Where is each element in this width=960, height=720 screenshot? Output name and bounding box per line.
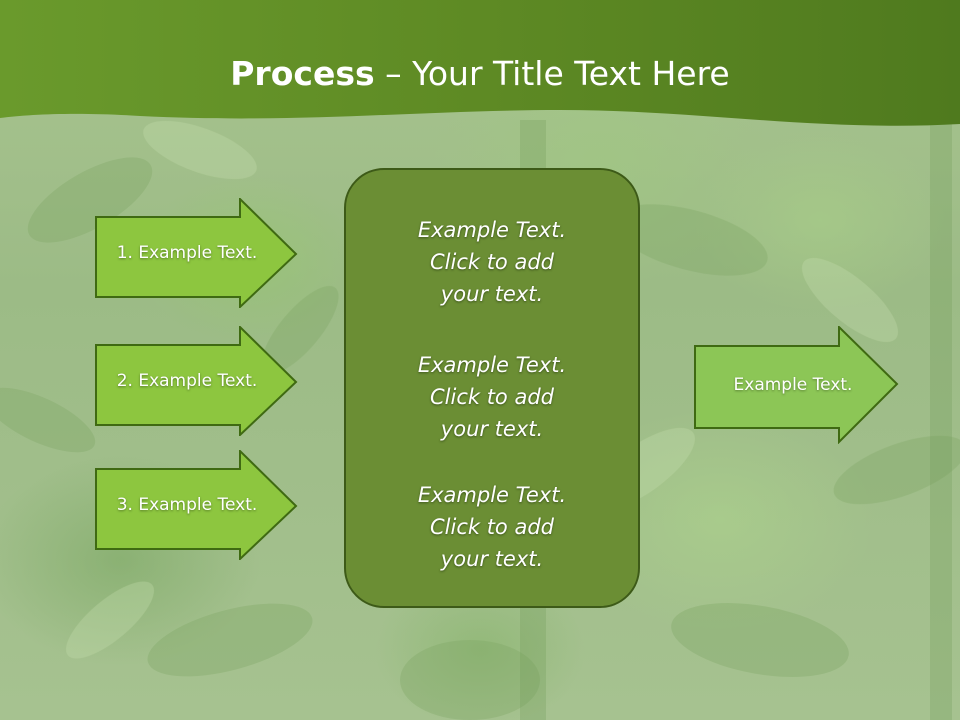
step-arrow-3[interactable]: 3. Example Text. [95, 450, 299, 560]
right-arrow-icon [95, 326, 298, 436]
center-line: your text. [440, 547, 544, 571]
title-banner [0, 0, 960, 126]
right-arrow-icon [694, 326, 899, 444]
result-label: Example Text. [733, 375, 853, 395]
center-line: your text. [440, 417, 544, 441]
right-arrow-icon [95, 450, 298, 560]
step-label-3: 3. Example Text. [116, 495, 258, 515]
step-label-1: 1. Example Text. [116, 243, 258, 263]
center-text-box[interactable]: Example Text. Click to add your text. Ex… [344, 168, 640, 608]
title-bold: Process [230, 54, 375, 93]
center-paragraph-1: Example Text. Click to add your text. [346, 214, 638, 310]
center-paragraph-2: Example Text. Click to add your text. [346, 349, 638, 445]
step-arrow-1[interactable]: 1. Example Text. [95, 198, 299, 308]
center-line: Example Text. [417, 353, 567, 377]
step-label-2: 2. Example Text. [116, 371, 258, 391]
slide-title: Process – Your Title Text Here [0, 52, 960, 96]
result-arrow[interactable]: Example Text. [694, 326, 900, 444]
center-line: Example Text. [417, 218, 567, 242]
center-line: Click to add [429, 385, 554, 409]
center-line: Click to add [429, 515, 554, 539]
center-line: Example Text. [417, 483, 567, 507]
center-line: Click to add [429, 250, 554, 274]
step-arrow-2[interactable]: 2. Example Text. [95, 326, 299, 436]
center-line: your text. [440, 282, 544, 306]
right-arrow-icon [95, 198, 298, 308]
title-rest: – Your Title Text Here [374, 54, 730, 93]
center-paragraph-3: Example Text. Click to add your text. [346, 479, 638, 575]
